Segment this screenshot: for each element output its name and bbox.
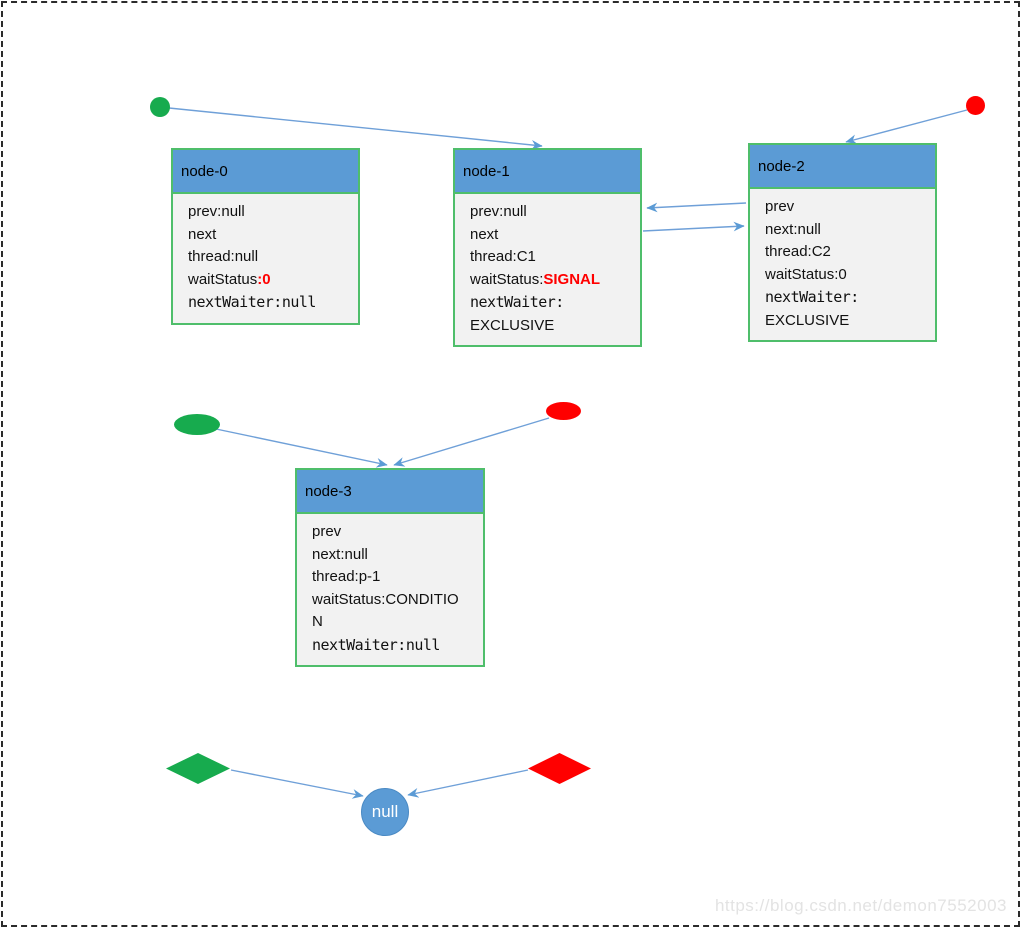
node-field-row: nextWaiter:	[765, 288, 859, 306]
node-field-row: prev	[312, 523, 342, 540]
edge-green-circle-to-node1	[168, 107, 543, 150]
edge-green-diamond-to-null	[230, 769, 364, 799]
node-field-row: thread:null	[188, 248, 259, 265]
node-field-row: nextWaiter:null	[312, 635, 440, 654]
green-circle-head-marker	[150, 97, 170, 117]
green-ellipse-head-marker	[174, 414, 220, 435]
node-title: node-2	[750, 145, 935, 189]
edge-node1-next-to-node2	[642, 221, 745, 232]
red-circle-tail-marker	[966, 96, 985, 115]
watermark-url: https://blog.csdn.net/demon7552003	[714, 896, 1007, 915]
node-fields: prev:null next thread:C1 waitStatus:SIGNAL n…	[455, 194, 640, 345]
node-box-node-0: node-0 prev:null next thread:null waitStatu…	[171, 148, 360, 325]
null-node-label: null	[371, 802, 399, 821]
node-field-row: waitStatus:CONDITIO	[312, 590, 459, 608]
node-field-row: EXCLUSIVE	[765, 311, 850, 329]
edge-node2-prev-to-node1	[646, 202, 747, 213]
node-field-row: prev:null	[188, 203, 245, 220]
edge-red-circle-to-node2	[845, 109, 968, 145]
edge-green-ellipse-to-node3	[215, 428, 388, 468]
node-field-row: next	[470, 225, 499, 243]
node-field-row: thread:C1	[470, 248, 536, 265]
node-field-row: next:null	[765, 220, 821, 238]
node-field-row: waitStatus:SIGNAL	[470, 270, 601, 288]
node-title: node-0	[173, 150, 358, 194]
node-field-row: nextWaiter:	[470, 293, 564, 311]
node-title: node-1	[455, 150, 640, 194]
node-field-row: nextWaiter:null	[188, 293, 316, 311]
node-box-node-1: node-1 prev:null next thread:C1 waitStatus:…	[453, 148, 642, 347]
node-field-row: EXCLUSIVE	[470, 316, 555, 334]
node-box-node-2: node-2 prev next:null thread:C2 waitStatus:…	[748, 143, 937, 342]
node-field-row: waitStatus:0	[765, 265, 847, 283]
node-fields: prev next:null thread:p-1 waitStatus:CONDIT…	[297, 514, 483, 665]
node-field-row: thread:p-1	[312, 568, 381, 585]
node-field-row: N	[312, 613, 323, 630]
node-field-row: thread:C2	[765, 243, 831, 260]
edge-red-ellipse-to-node3	[393, 417, 550, 467]
node-field-row: next:null	[312, 545, 368, 563]
node-field-row: waitStatus:0	[188, 270, 271, 288]
node-box-node-3: node-3 prev next:null thread:p-1 waitStatus…	[295, 468, 485, 667]
node-field-row: prev:null	[470, 203, 527, 220]
node-field-row: next	[188, 225, 217, 243]
node-fields: prev:null next thread:null waitStatus:0 next…	[173, 194, 358, 323]
node-field-row: prev	[765, 198, 795, 215]
edge-red-diamond-to-null	[407, 769, 529, 798]
red-ellipse-tail-marker	[546, 402, 581, 420]
node-title: node-3	[297, 470, 483, 514]
null-node: null	[361, 788, 409, 836]
node-fields: prev next:null thread:C2 waitStatus:0 nextWa…	[750, 189, 935, 340]
